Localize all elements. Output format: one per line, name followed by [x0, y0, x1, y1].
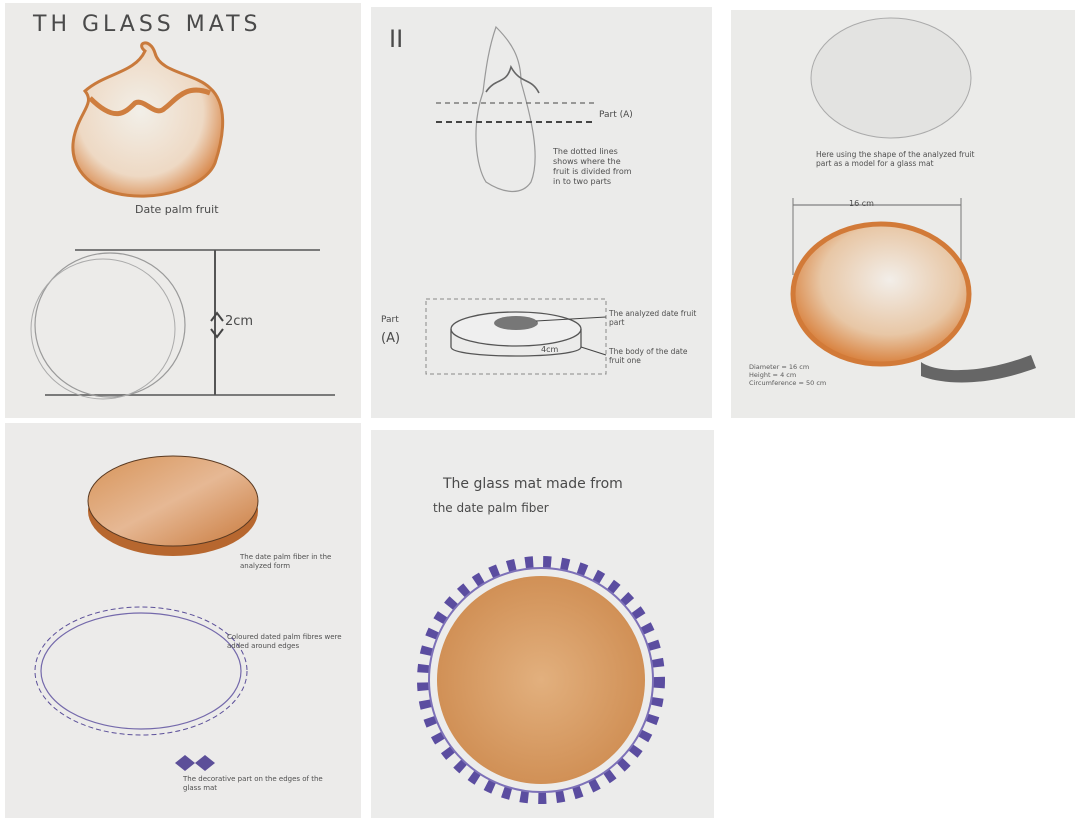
caption-text: Date palm fruit	[135, 203, 219, 216]
date-fruit-drawing: TH GLASS MATS Date palm fruit 2cm	[5, 3, 361, 418]
panel-mat-edges: The date palm fiber in the analyzed form…	[5, 423, 361, 818]
panel-fruit-section: II Part (A) Part (A) 4cm The dotted line…	[371, 7, 712, 418]
callout-bottom: The body of the date fruit one	[609, 347, 704, 366]
decorative-part-sample	[175, 755, 215, 771]
bullet-item: Diameter = 16 cm	[749, 363, 826, 371]
caption-mid: Coloured dated palm fibres were added ar…	[227, 633, 347, 651]
panel-finished-mat: The glass mat made from the date palm fi…	[371, 430, 714, 818]
panel-date-fruit-sketch: TH GLASS MATS Date palm fruit 2cm	[5, 3, 361, 418]
bullet-list: Diameter = 16 cm Height = 4 cm Circumfer…	[749, 363, 826, 387]
model-note: Here using the shape of the analyzed fru…	[816, 150, 981, 169]
caption-top: The date palm fiber in the analyzed form	[240, 553, 350, 571]
fruit-outline	[476, 27, 535, 191]
fiber-sample	[921, 355, 1036, 383]
caption-bottom: The decorative part on the edges of the …	[183, 775, 333, 793]
disk-center	[494, 316, 538, 330]
edge-ring-inner	[41, 613, 241, 729]
fiber-mat-center	[437, 576, 645, 784]
bullet-item: Height = 4 cm	[749, 371, 826, 379]
fiber-disk	[88, 456, 258, 546]
panel-mat-model: 16 cm Here using the shape of the analyz…	[731, 10, 1075, 418]
orange-mat-disk	[793, 224, 969, 364]
numeral-text: II	[389, 25, 403, 53]
side-label-1: Part	[381, 315, 399, 325]
bullet-item: Circumference = 50 cm	[749, 379, 826, 387]
dotted-note: The dotted lines shows where the fruit i…	[553, 147, 633, 187]
heading-text: TH GLASS MATS	[32, 12, 261, 37]
pencil-circle	[811, 18, 971, 138]
thickness-label: 4cm	[541, 345, 558, 354]
width-label: 16 cm	[849, 199, 874, 208]
finished-mat-drawing: The glass mat made from the date palm fi…	[371, 430, 714, 818]
date-fruit-shape	[73, 43, 223, 196]
edge-ring-outer	[35, 607, 247, 735]
side-label-2: (A)	[381, 331, 400, 346]
callout-top: The analyzed date fruit part	[609, 309, 704, 328]
mat-model-drawing: 16 cm	[731, 10, 1075, 418]
title-line-1: The glass mat made from	[442, 476, 623, 492]
dimension-label: 2cm	[225, 314, 253, 329]
mat-edges-drawing	[5, 423, 361, 818]
part-label: Part (A)	[599, 110, 633, 120]
title-line-2: the date palm fiber	[433, 501, 549, 515]
